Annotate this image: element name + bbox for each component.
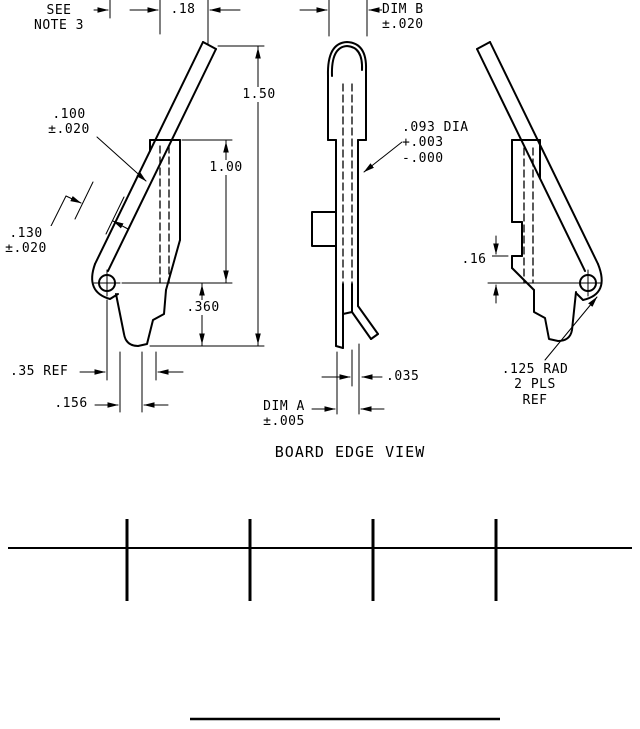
view-title: BOARD EDGE VIEW (266, 443, 434, 462)
dim-156-label: .156 (50, 396, 92, 412)
board-edge-view-part (311, 41, 379, 349)
dim-018-label: .18 (162, 2, 204, 18)
dim-0035-label: .035 (386, 369, 432, 385)
dim-130-label: .130 ±.020 (0, 226, 52, 257)
right-side-view (476, 41, 603, 342)
rad-125-label: .125 RAD 2 PLS REF (498, 362, 572, 408)
dim-360-label: .360 (183, 300, 223, 316)
dimension-annotations (49, 0, 598, 415)
dim-a-label: DIM A ±.005 (257, 399, 311, 430)
dim-100-label: .100 ±.020 (43, 107, 95, 138)
see-note-label: SEE NOTE 3 (27, 3, 91, 34)
dim-016-label: .16 (456, 252, 492, 268)
ref-035-label: .35 REF (10, 364, 76, 380)
dim-150-label: 1.50 (240, 87, 278, 103)
dia-093-label: .093 DIA +.003 -.000 (402, 120, 474, 166)
dim-b-label: DIM B ±.020 (382, 2, 442, 33)
dim-100in-label: 1.00 (207, 160, 245, 176)
pin-row-section (8, 519, 632, 721)
